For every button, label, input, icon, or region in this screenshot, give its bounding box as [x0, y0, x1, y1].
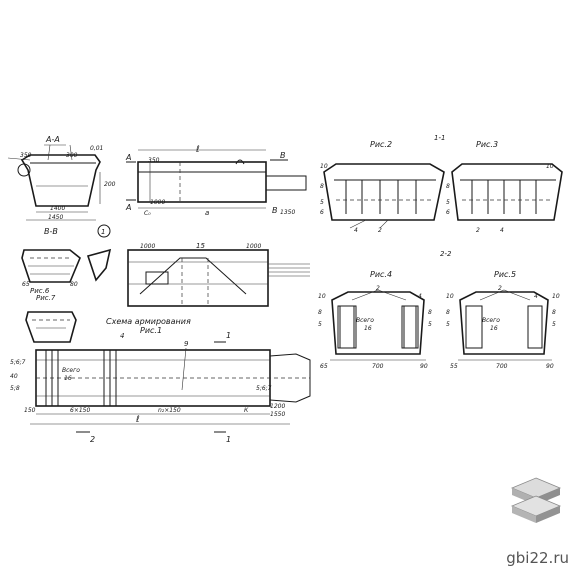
mark-8-f5-r: 8 [552, 309, 556, 316]
stacked-slabs-icon [510, 477, 562, 523]
mark-10-f5-r: 10 [552, 293, 560, 300]
section-11: 1-1 Рис.2 Рис.3 10 8 5 6 4 2 8 5 6 10 2 … [320, 134, 563, 234]
mark-4-scheme: 4 [120, 332, 124, 340]
dim-58: 5;8 [10, 385, 20, 392]
dim-left-567: 5;6;7 [10, 359, 26, 366]
watermark-text: gbi22.ru [506, 549, 569, 567]
scheme-title: Схема армирования [106, 317, 191, 326]
dim-ell-bottom: ℓ [135, 415, 140, 425]
dim-65-bb: 65 [22, 281, 30, 288]
dim-c0: С₀ [144, 210, 151, 217]
dim-90-f5: 90 [546, 363, 554, 370]
section-aa-title: А-А [45, 135, 60, 144]
vsego-label: Всего [62, 367, 80, 374]
dim-right-567: 5;6;7 [256, 385, 272, 392]
mark-2-f2: 2 [378, 227, 382, 234]
mark-5-f5: 5 [446, 321, 450, 328]
mark-15-plan: 15 [196, 242, 205, 250]
mark-10-f4: 10 [318, 293, 326, 300]
dim-65-f4: 65 [320, 363, 328, 370]
dim-1400: 1400 [50, 205, 65, 212]
dim-55-f5: 55 [450, 363, 458, 370]
mark-4-f5: 4 [534, 293, 538, 300]
mark-1-circle: 1 [101, 228, 105, 236]
mark-6-f3: 6 [446, 209, 450, 216]
vsego-count: 16 [64, 375, 72, 382]
mark-2-sec: 2 [90, 435, 95, 444]
fig6-label: Рис.6 [30, 287, 50, 295]
vsego-f5: Всего [482, 317, 500, 324]
mark-5-f4: 5 [318, 321, 322, 328]
section-22: 2-2 Рис.4 Рис.5 Всего 16 10 8 5 4 8 5 2 … [318, 250, 560, 370]
mark-B-top: В [280, 151, 286, 160]
mark-5-f3: 5 [446, 199, 450, 206]
elevation-view: A A ℓ 350 1000 С₀ а В В 1350 [125, 145, 307, 217]
vsego16-f5: 16 [490, 325, 498, 332]
dim-80-bb: 80 [70, 281, 78, 288]
mark-B-bottom: В [272, 206, 278, 215]
section-11-title: 1-1 [434, 134, 445, 142]
mark-10-f2: 10 [320, 163, 328, 170]
mark-10-f3: 10 [546, 163, 554, 170]
dim-1000-plan-l: 1000 [140, 243, 155, 250]
mark-5-f2: 5 [320, 199, 324, 206]
dim-1200: 1200 [270, 403, 285, 410]
vsego-f4: Всего [356, 317, 374, 324]
mark-4-f3: 4 [500, 227, 504, 234]
dim-40: 40 [10, 373, 18, 380]
dim-a: а [205, 209, 209, 217]
mark-2-f3: 2 [476, 227, 480, 234]
mark-10-f5: 10 [446, 293, 454, 300]
fig4-title: Рис.4 [370, 270, 392, 279]
mark-8-f2: 8 [320, 183, 324, 190]
dim-1350: 1350 [280, 209, 295, 216]
mark-8-f5: 8 [446, 309, 450, 316]
dim-n2x150: n₂×150 [158, 407, 181, 414]
mark-8-f4-r: 8 [428, 309, 432, 316]
vsego16-f4: 16 [364, 325, 372, 332]
dim-200: 200 [104, 181, 116, 188]
dim-1450: 1450 [48, 214, 63, 221]
dim-350: 350 [20, 152, 32, 159]
mark-A-left: A [125, 153, 131, 162]
dim-700-f5: 700 [496, 363, 508, 370]
dim-1550: 1550 [270, 411, 285, 418]
mark-2-f4: 2 [376, 285, 380, 292]
plan-view: 1000 1000 15 [127, 242, 310, 307]
dim-1000-elev: 1000 [150, 199, 165, 206]
mark-2-f5: 2 [498, 285, 502, 292]
mark-5-f4-r: 5 [428, 321, 432, 328]
mark-1-sec: 1 [226, 331, 231, 340]
mark-4-f2: 4 [354, 227, 358, 234]
mark-6-f2: 6 [320, 209, 324, 216]
dim-350-top: 350 [148, 157, 160, 164]
fig5-title: Рис.5 [494, 270, 516, 279]
dim-k: К [244, 407, 249, 414]
mark-9-scheme: 9 [184, 340, 189, 348]
dim-90-f4: 90 [420, 363, 428, 370]
dim-300: 300 [66, 152, 78, 159]
fig2-title: Рис.2 [370, 140, 392, 149]
section-bb-title: В-В [44, 227, 58, 236]
dim-1000-plan-r: 1000 [246, 243, 261, 250]
fig3-title: Рис.3 [476, 140, 498, 149]
section-22-title: 2-2 [440, 250, 452, 258]
mark-1-sec-b: 1 [226, 435, 231, 444]
fig7-section: Рис.7 [25, 294, 77, 343]
mark-A-left2: A [125, 203, 131, 212]
fig7-title: Рис.7 [36, 294, 56, 302]
mark-5-f5-r: 5 [552, 321, 556, 328]
dim-150: 150 [24, 407, 36, 414]
dim-n1x150: 6×150 [70, 407, 90, 414]
section-aa: А-А 350 300 0,01 200 1400 1450 [7, 135, 116, 221]
dim-001: 0,01 [90, 145, 103, 152]
section-bb: В-В 65 80 Рис.6 1 [21, 224, 112, 295]
reinforcement-scheme: Схема армирования Рис.1 4 1 9 Всего 16 5… [10, 317, 311, 444]
fig1-title: Рис.1 [140, 326, 162, 335]
mark-8-f4: 8 [318, 309, 322, 316]
dim-700-f4: 700 [372, 363, 384, 370]
mark-8-f3: 8 [446, 183, 450, 190]
mark-4-f4: 4 [418, 293, 422, 300]
